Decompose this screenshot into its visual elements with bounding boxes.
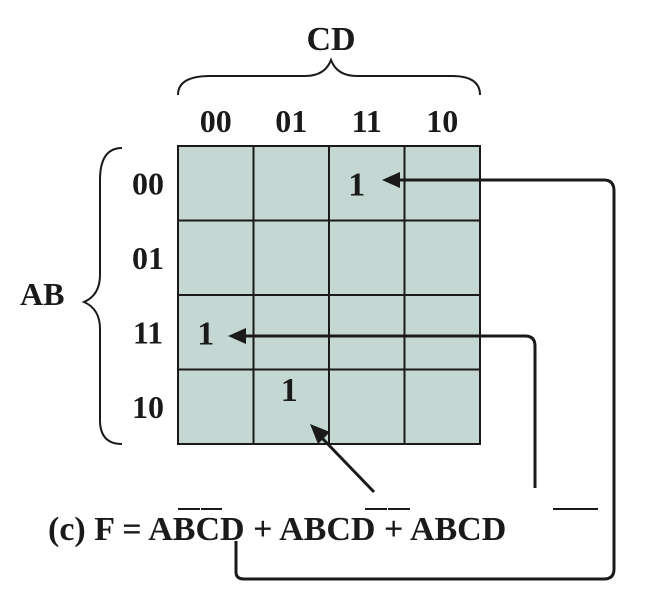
cell-01-00: [177, 219, 255, 296]
column-label-00: 00: [200, 103, 232, 139]
cell-01-01: [252, 219, 330, 296]
cell-01-10: [403, 219, 481, 296]
column-label-11: 11: [352, 103, 382, 139]
cell-11-11: [328, 294, 406, 371]
cell-11-10: [403, 294, 481, 371]
cell-00-10: [403, 145, 481, 222]
equation-text: (c) F = ABCD + ABCD + ABCD: [48, 511, 506, 548]
cell-value-11-00: 1: [197, 315, 214, 352]
equation-plus-2: +: [375, 511, 410, 548]
equation-prefix: (c) F =: [48, 511, 148, 548]
equation-term-3: ABCD: [410, 511, 506, 548]
connector-arrows: [228, 172, 616, 581]
cell-10-00: [177, 368, 255, 445]
kmap-grid: 1 1 1: [177, 145, 481, 445]
column-label-01: 01: [275, 103, 307, 139]
arrowhead-cell-11-00: [228, 328, 246, 344]
row-label-11: 11: [133, 314, 163, 350]
arrow-to-cell-11-00: [244, 334, 537, 488]
column-brace: [177, 57, 481, 96]
row-label-01: 01: [132, 240, 164, 276]
equation-term-1: ABCD: [148, 511, 244, 548]
cell-10-10: [403, 368, 481, 445]
arrowhead-cell-10-01: [310, 424, 330, 444]
row-variable-label: AB: [20, 276, 64, 312]
boolean-equation: (c) F = ABCD + ABCD + ABCD: [48, 508, 598, 548]
arrowhead-cell-00-11: [382, 172, 400, 188]
row-label-00: 00: [132, 165, 164, 201]
column-label-10: 10: [426, 103, 458, 139]
cell-00-01: [252, 145, 330, 222]
cell-value-00-11: 1: [348, 166, 365, 203]
row-labels: 00 01 11 10: [132, 165, 164, 425]
cell-01-11: [328, 219, 406, 296]
column-labels: 00 01 11 10: [200, 103, 459, 139]
arrow-to-cell-10-01: [320, 436, 376, 494]
cell-00-00: [177, 145, 255, 222]
row-label-10: 10: [132, 389, 164, 425]
arrow-to-cell-00-11: [234, 178, 616, 581]
row-brace: [81, 147, 123, 445]
cell-10-11: [328, 368, 406, 445]
equation-term-2: ABCD: [279, 511, 375, 548]
column-variable-label: CD: [306, 21, 355, 58]
cell-11-01: [252, 294, 330, 371]
cell-value-10-01: 1: [281, 372, 298, 409]
equation-plus-1: +: [245, 511, 280, 548]
